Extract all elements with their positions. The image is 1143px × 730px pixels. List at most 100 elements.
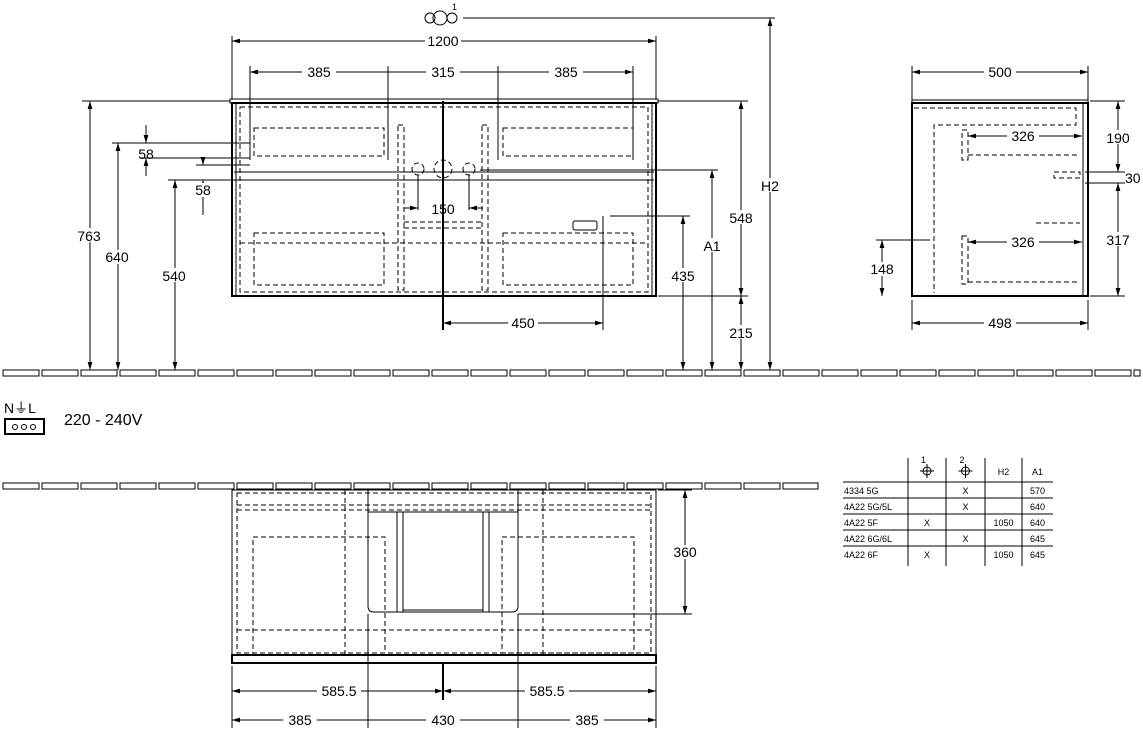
dim-585-5: 585.5	[321, 683, 356, 699]
table-cell: 645	[1030, 534, 1045, 544]
floor-tile	[314, 482, 352, 490]
floor-tile	[782, 369, 820, 377]
floor-tile	[704, 369, 742, 377]
floor-tile	[236, 482, 274, 490]
dim-498: 498	[988, 315, 1012, 331]
floor-tile	[80, 369, 118, 377]
table-cell: 645	[1030, 550, 1045, 560]
socket-icon	[572, 220, 598, 231]
floor-tile	[977, 369, 1015, 377]
dim-a1: A1	[703, 238, 720, 254]
dim-1200: 1200	[427, 33, 458, 49]
floor-tile	[938, 369, 976, 377]
dim-30: 30	[1125, 170, 1141, 186]
floor-tile	[236, 369, 274, 377]
dim-585-5: 585.5	[529, 683, 564, 699]
floor-tile	[392, 482, 430, 490]
dim-58: 58	[195, 182, 211, 198]
floor-tile	[548, 482, 586, 490]
dim-190: 190	[1106, 130, 1130, 146]
side-view: 500 498 326 326 190 30 317 148	[868, 64, 1141, 331]
dim-385: 385	[307, 64, 331, 80]
table-header: 1	[921, 455, 926, 465]
floor-tile	[1133, 369, 1141, 377]
electrical-connection: N⏚L 220 - 240V	[4, 400, 143, 435]
dim-540: 540	[162, 268, 186, 284]
table-cell: 4A22 6F	[844, 550, 879, 560]
water-connection-2-icon	[958, 464, 973, 478]
ground-symbol-icon: N⏚L	[4, 400, 36, 416]
floor-tile	[275, 369, 313, 377]
dim-640: 640	[105, 249, 129, 265]
table-cell: 4A22 5G/5L	[844, 502, 892, 512]
table-cell: X	[962, 534, 968, 544]
floor-tile	[158, 482, 196, 490]
floor-tile	[548, 369, 586, 377]
dim-763: 763	[77, 228, 101, 244]
floor-tile	[431, 369, 469, 377]
floor-tile	[431, 482, 469, 490]
floor-tile	[899, 369, 937, 377]
table-cell: 1050	[993, 550, 1013, 560]
floor-tile	[2, 369, 40, 377]
front-view-cabinet: 150	[229, 98, 690, 330]
floor-tile	[314, 369, 352, 377]
dim-326: 326	[1011, 128, 1035, 144]
voltage-label: 220 - 240V	[64, 412, 143, 429]
table-cell: 4334 5G	[844, 486, 879, 496]
floor-tile	[197, 369, 235, 377]
table-cell: 1050	[993, 518, 1013, 528]
floor-tile	[782, 482, 819, 490]
dim-317: 317	[1106, 232, 1130, 248]
table-header: A1	[1032, 467, 1043, 477]
floor-line-top	[2, 369, 1141, 377]
svg-text:1: 1	[452, 2, 457, 12]
plan-view: 360 585.5 585.5 385 430 385	[231, 489, 700, 728]
floor-tile	[704, 482, 742, 490]
table-cell: 640	[1030, 502, 1045, 512]
table-cell: 4A22 5F	[844, 518, 879, 528]
floor-tile	[80, 482, 118, 490]
front-dimensions: 1200 385 315 385 1 H2 548 215 A1 435 450	[75, 2, 782, 370]
table-cell: X	[962, 486, 968, 496]
dim-500: 500	[988, 64, 1012, 80]
dim-430: 430	[431, 712, 455, 728]
dim-385: 385	[288, 712, 312, 728]
floor-tile	[587, 369, 625, 377]
floor-tile	[860, 369, 898, 377]
floor-tile	[275, 482, 313, 490]
table-header: H2	[998, 467, 1010, 477]
dim-58: 58	[138, 146, 154, 162]
floor-tile	[509, 369, 547, 377]
dim-435: 435	[671, 268, 695, 284]
dim-450: 450	[511, 315, 535, 331]
floor-tile	[626, 482, 664, 490]
floor-tile	[41, 482, 79, 490]
floor-tile	[392, 369, 430, 377]
floor-tile	[353, 369, 391, 377]
floor-tile	[158, 369, 196, 377]
dim-326: 326	[1011, 234, 1035, 250]
floor-tile	[119, 482, 157, 490]
floor-tile	[470, 369, 508, 377]
table-cell: X	[924, 550, 930, 560]
dim-315: 315	[431, 64, 455, 80]
dim-548: 548	[729, 210, 753, 226]
table-cell: X	[962, 502, 968, 512]
floor-tile	[470, 482, 508, 490]
dim-385: 385	[554, 64, 578, 80]
dim-360: 360	[673, 544, 697, 560]
table-cell: 640	[1030, 518, 1045, 528]
floor-tile	[509, 482, 547, 490]
floor-tile	[2, 482, 40, 490]
floor-tile	[1094, 369, 1132, 377]
water-connection-symbol-icon: 1	[424, 2, 458, 26]
floor-tile	[743, 482, 781, 490]
table-cell: 4A22 6G/6L	[844, 534, 892, 544]
floor-tile	[665, 369, 703, 377]
dim-215: 215	[729, 325, 753, 341]
floor-tile	[626, 369, 664, 377]
floor-tile	[197, 482, 235, 490]
floor-tile	[1016, 369, 1054, 377]
